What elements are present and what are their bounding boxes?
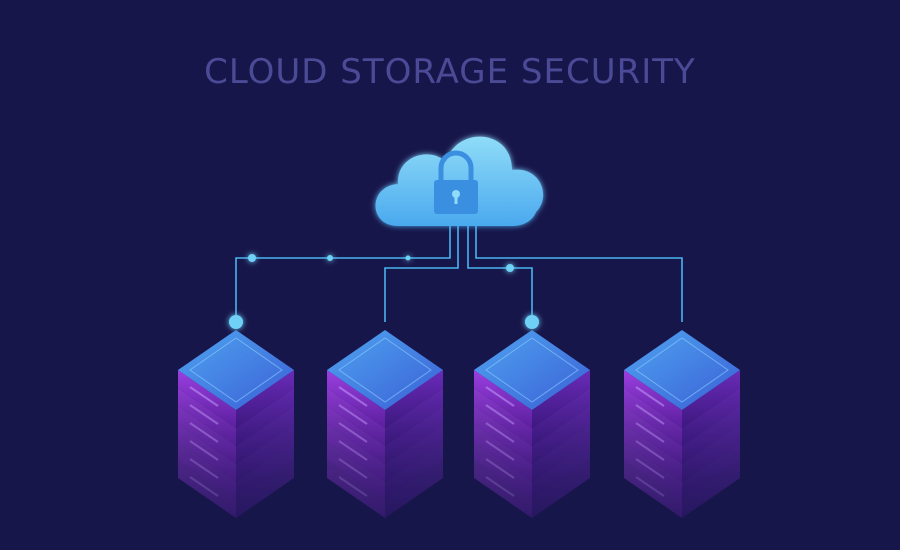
connector-line-3	[467, 222, 533, 322]
padlock-icon	[434, 150, 478, 214]
connector-node	[405, 255, 411, 261]
server-rack-icon	[178, 330, 294, 518]
connector-node	[327, 255, 333, 261]
server-group	[178, 330, 740, 518]
connector-node	[525, 315, 539, 329]
connector-line-2	[384, 222, 459, 322]
connector-node	[229, 315, 243, 329]
connector-line-1	[235, 222, 451, 322]
connector-nodes	[229, 254, 539, 329]
connector-line-4	[475, 222, 683, 322]
server-rack-icon	[474, 330, 590, 518]
server-rack-icon	[624, 330, 740, 518]
server-rack-icon	[327, 330, 443, 518]
connector-lines	[235, 222, 683, 322]
connector-node	[248, 254, 256, 262]
connector-node	[506, 264, 514, 272]
page-title: CLOUD STORAGE SECURITY	[204, 52, 696, 92]
